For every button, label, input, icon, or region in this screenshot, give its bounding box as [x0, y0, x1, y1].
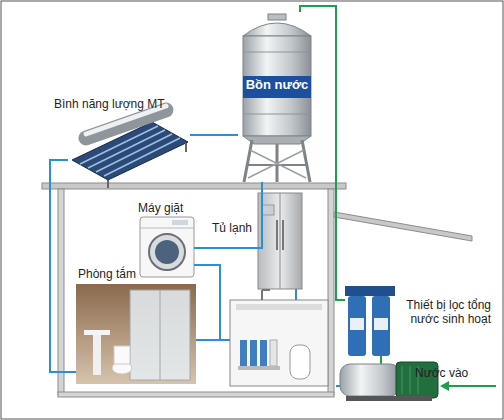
main-filters: [345, 286, 395, 356]
bathroom-node: Phòng tắm: [76, 284, 196, 384]
main-filter-node: Thiết bị lọc tổng nước sinh hoạt: [345, 286, 395, 356]
washing-machine: [140, 217, 194, 277]
bathroom: [76, 284, 196, 384]
component-label: Thiết bị lọc tổng nước sinh hoạt: [385, 298, 491, 326]
component-label: Tủ lạnh: [212, 221, 252, 235]
component-label: Bình năng lượng MT: [54, 97, 165, 111]
water-pipe: [190, 134, 238, 136]
component-label: Phòng tắm: [78, 267, 136, 281]
refrigerator: [258, 193, 302, 289]
water-pipe: [194, 182, 262, 248]
component-label: Máy giặt: [138, 201, 183, 215]
inlet-label: Nước vào: [415, 366, 468, 380]
pipes: [194, 265, 340, 386]
water-pipe: [300, 6, 345, 300]
solar-heater-node: Bình năng lượng MT: [68, 112, 190, 182]
house-outline: [42, 183, 472, 397]
water-tank: [243, 14, 311, 182]
refrigerator-node: Tủ lạnh: [258, 193, 302, 289]
component-label: Bồn nước: [238, 78, 316, 92]
water-tank-node: Bồn nước: [238, 12, 316, 182]
water-pipe: [50, 160, 76, 372]
inlet-pipe: [440, 381, 496, 391]
solar-heater: [72, 106, 188, 188]
ro-purifier: [230, 290, 328, 386]
washing-machine-node: Máy giặt: [140, 217, 194, 277]
